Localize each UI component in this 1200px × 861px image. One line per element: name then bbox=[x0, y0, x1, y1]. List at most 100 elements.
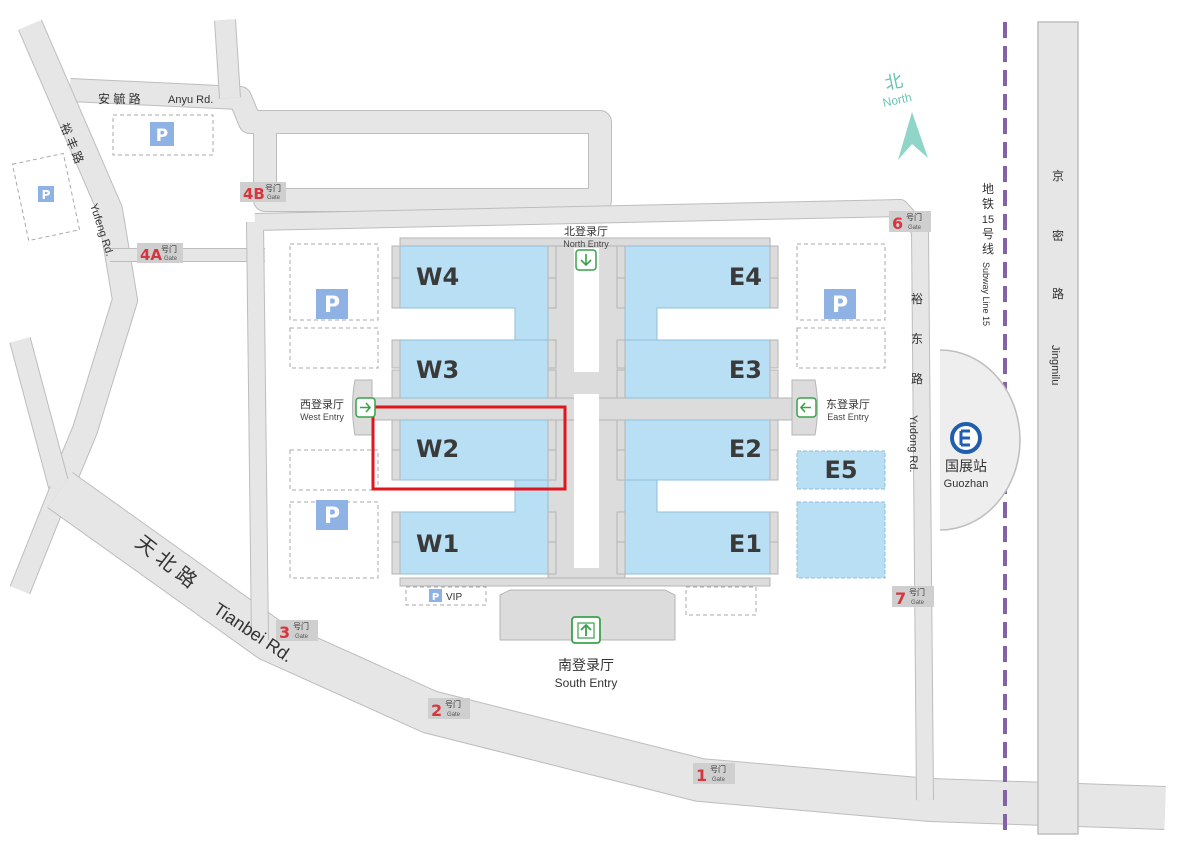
svg-text:路: 路 bbox=[1052, 286, 1064, 301]
hall-w1 bbox=[399, 479, 549, 575]
hall-label-e4: E4 bbox=[729, 263, 762, 291]
svg-text:京: 京 bbox=[1052, 169, 1064, 183]
svg-text:密: 密 bbox=[1052, 228, 1064, 243]
west-entry-en: West Entry bbox=[300, 412, 344, 422]
svg-text:号: 号 bbox=[982, 227, 994, 241]
entry-arrow-icon bbox=[796, 397, 817, 418]
vip-parking: P VIP bbox=[429, 589, 462, 603]
entry-arrow-icon bbox=[355, 397, 376, 418]
svg-text:3: 3 bbox=[279, 623, 290, 642]
svg-text:7: 7 bbox=[895, 589, 906, 608]
gate-1: 1 号门 Gate bbox=[693, 763, 735, 785]
svg-text:P: P bbox=[324, 293, 340, 318]
svg-text:号门: 号门 bbox=[265, 183, 281, 193]
highlight-box bbox=[371, 405, 567, 491]
anyu-road bbox=[69, 78, 612, 212]
north-entry-cn: 北登录厅 bbox=[564, 224, 608, 238]
east-entry-cn: 东登录厅 bbox=[826, 397, 870, 411]
hall-e4 bbox=[624, 245, 771, 341]
svg-text:1: 1 bbox=[696, 766, 707, 785]
gate-3: 3 号门 Gate bbox=[276, 620, 318, 642]
parking-lots bbox=[11, 114, 886, 616]
svg-text:铁: 铁 bbox=[982, 197, 994, 211]
entry-arrow-icon bbox=[575, 249, 597, 271]
svg-text:15: 15 bbox=[982, 214, 994, 226]
svg-text:号门: 号门 bbox=[445, 699, 461, 709]
hall-label-e5: E5 bbox=[824, 456, 857, 484]
hall-label-e2: E2 bbox=[729, 435, 762, 463]
hall-label-w3: W3 bbox=[416, 356, 459, 384]
svg-text:2: 2 bbox=[431, 701, 442, 720]
svg-text:P: P bbox=[42, 188, 51, 202]
svg-text:Gate: Gate bbox=[911, 600, 925, 606]
svg-text:4B: 4B bbox=[243, 185, 265, 203]
parking-icon: P bbox=[150, 122, 174, 146]
svg-text:号门: 号门 bbox=[293, 621, 309, 631]
south-entry-cn: 南登录厅 bbox=[558, 657, 614, 673]
hall-label-e1: E1 bbox=[729, 530, 762, 558]
svg-text:号门: 号门 bbox=[710, 764, 726, 774]
hall-w2 bbox=[399, 419, 549, 481]
svg-text:Gate: Gate bbox=[712, 777, 726, 783]
svg-text:VIP: VIP bbox=[446, 592, 462, 603]
yudong-road-cn: 裕 东 路 bbox=[911, 291, 923, 386]
gate-6: 6 号门 Gate bbox=[889, 211, 931, 233]
hall-e5-annex bbox=[796, 501, 886, 579]
gate-4b: 4B 号门 Gate bbox=[240, 182, 286, 203]
hall-w3 bbox=[399, 339, 549, 399]
west-entry-cn: 西登录厅 bbox=[300, 397, 344, 411]
station-name-en: Guozhan bbox=[944, 478, 989, 490]
svg-text:P: P bbox=[832, 293, 848, 318]
parking-icon: P bbox=[824, 289, 856, 319]
svg-text:裕: 裕 bbox=[911, 291, 923, 306]
jingmi-road-cn: 京 密 路 bbox=[1052, 169, 1064, 301]
svg-text:6: 6 bbox=[892, 214, 903, 233]
svg-text:Gate: Gate bbox=[447, 712, 461, 718]
parking-icon: P bbox=[38, 186, 54, 202]
gate-4a: 4A 号门 Gate bbox=[137, 243, 183, 264]
anyu-road-en: Anyu Rd. bbox=[168, 94, 213, 106]
hall-e1 bbox=[624, 479, 771, 575]
north-label-en: North bbox=[881, 90, 913, 110]
parking-icon: P bbox=[316, 289, 348, 319]
svg-text:号门: 号门 bbox=[161, 244, 177, 254]
svg-text:路: 路 bbox=[911, 371, 923, 386]
subway-label-cn: 地 铁 15 号 线 bbox=[982, 182, 994, 256]
svg-text:东: 东 bbox=[911, 332, 923, 346]
hall-label-w2: W2 bbox=[416, 435, 459, 463]
svg-text:Gate: Gate bbox=[295, 634, 309, 640]
hall-e5 bbox=[796, 450, 886, 490]
entry-arrow-icon bbox=[571, 616, 601, 644]
jingmi-road-en: Jingmilu bbox=[1049, 345, 1061, 385]
station-name-cn: 国展站 bbox=[945, 458, 987, 474]
subway-label-en: Subway Line 15 bbox=[981, 262, 991, 326]
svg-text:地: 地 bbox=[982, 182, 994, 196]
gate-7: 7 号门 Gate bbox=[892, 586, 934, 608]
north-arrow-icon bbox=[898, 112, 928, 160]
svg-text:Gate: Gate bbox=[908, 225, 922, 231]
hall-label-w1: W1 bbox=[416, 530, 459, 558]
hall-e3 bbox=[624, 339, 771, 399]
north-entry-en: North Entry bbox=[563, 239, 609, 249]
anyu-road-cn: 安 毓 路 bbox=[98, 91, 141, 106]
gate-2: 2 号门 Gate bbox=[428, 698, 470, 720]
svg-text:P: P bbox=[324, 504, 340, 529]
hall-w4 bbox=[399, 245, 549, 341]
svg-text:4A: 4A bbox=[140, 246, 162, 264]
hall-label-w4: W4 bbox=[416, 263, 459, 291]
svg-text:Gate: Gate bbox=[164, 256, 178, 262]
svg-text:号门: 号门 bbox=[906, 212, 922, 222]
svg-text:线: 线 bbox=[982, 242, 994, 256]
east-entry-en: East Entry bbox=[827, 412, 869, 422]
svg-text:P: P bbox=[156, 126, 168, 146]
svg-text:Gate: Gate bbox=[267, 195, 281, 201]
south-entry-en: South Entry bbox=[555, 676, 618, 690]
exhibition-halls bbox=[399, 245, 886, 579]
jingmi-road bbox=[1037, 21, 1079, 835]
hall-label-e3: E3 bbox=[729, 356, 762, 384]
svg-text:号门: 号门 bbox=[909, 587, 925, 597]
svg-text:P: P bbox=[432, 592, 439, 603]
yudong-road-en: Yudong Rd. bbox=[907, 415, 919, 473]
metro-logo-icon bbox=[950, 422, 982, 454]
